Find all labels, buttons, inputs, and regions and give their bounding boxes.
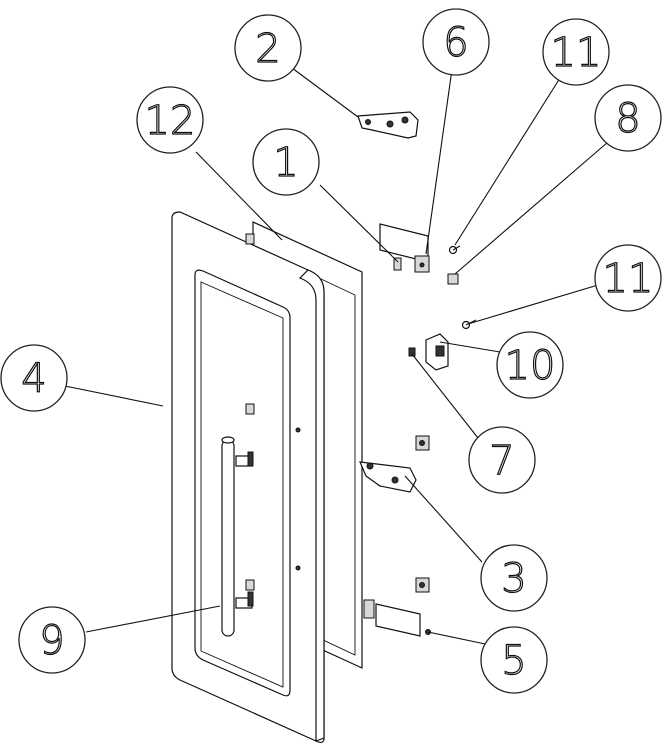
callout-11-mid-label: 11: [603, 256, 654, 302]
callout-1: 1: [252, 128, 320, 196]
callout-3: 3: [480, 544, 548, 612]
door-handle: [221, 436, 254, 637]
screw-top: [448, 245, 461, 255]
panel-clips: [245, 233, 255, 591]
callout-12-label: 12: [145, 98, 196, 144]
callout-4-label: 4: [21, 356, 46, 402]
hinge-bracket-top: [357, 111, 419, 139]
callout-2-label: 2: [255, 26, 280, 72]
callout-12: 12: [136, 86, 204, 154]
leader-lines: [59, 47, 609, 646]
callout-9-label: 9: [39, 618, 64, 664]
hinge-bracket-bottom: [359, 461, 417, 493]
latch-block: [425, 333, 449, 371]
callout-8-label: 8: [615, 96, 640, 142]
callout-10-label: 10: [505, 343, 556, 389]
side-clips: [415, 435, 430, 593]
callout-7-label: 7: [489, 438, 514, 484]
screw-mid: [461, 319, 477, 330]
callout-11-top-label: 11: [551, 30, 602, 76]
door-frame: [171, 211, 325, 744]
callout-5-label: 5: [501, 638, 526, 684]
plate-bottom: [363, 599, 431, 637]
small-clip: [408, 347, 416, 357]
callout-4: 4: [0, 344, 68, 412]
callout-8: 8: [594, 84, 662, 152]
nut-top: [447, 273, 459, 285]
callout-9: 9: [18, 606, 86, 674]
small-insert: [393, 257, 402, 271]
callout-11-top: 11: [542, 18, 610, 86]
callout-1-label: 1: [273, 140, 298, 186]
callout-10: 10: [496, 331, 564, 399]
callout-2: 2: [234, 14, 302, 82]
plate-top: [379, 223, 430, 273]
callout-11-mid: 11: [594, 244, 662, 312]
callout-3-label: 3: [501, 556, 526, 602]
callout-7: 7: [468, 426, 536, 494]
callout-6: 6: [422, 8, 490, 76]
callout-5: 5: [480, 626, 548, 694]
callout-6-label: 6: [443, 20, 468, 66]
